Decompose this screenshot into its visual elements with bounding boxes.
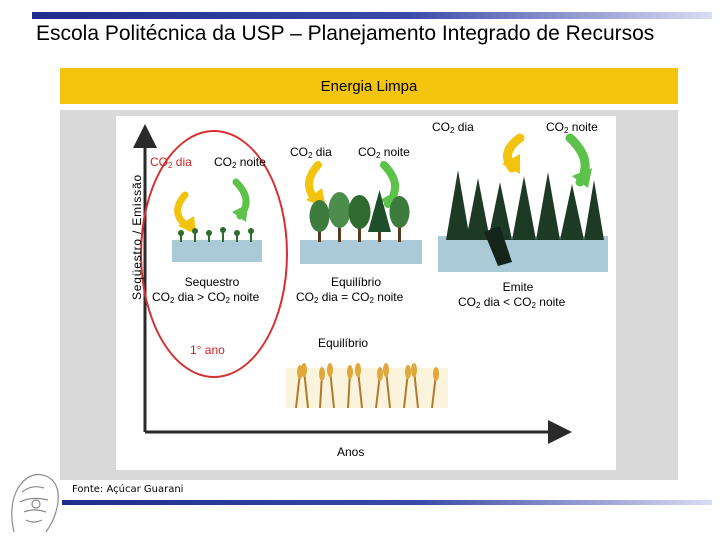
bottom-rule (62, 500, 712, 505)
grain-field-graphic (286, 363, 448, 408)
school-emblem-icon (2, 462, 64, 536)
stage2-co2-day-label: CO2 dia (290, 146, 332, 162)
stage2-co2-night-label: CO2 noite (358, 146, 410, 162)
stage3-caption-title: Emite (456, 281, 580, 294)
stage3-co2-day-label: CO2 dia (432, 121, 474, 137)
stage3-ground (438, 236, 608, 272)
stage1-co2-day-label: CO2 dia (150, 156, 192, 172)
stage2-caption-relation: CO2 dia = CO2 noite (296, 291, 403, 307)
y-axis-label: Seqüestro / Emissão (130, 174, 144, 300)
stage2-graphic (300, 165, 422, 264)
stage2-sub-label: Equilíbrio (318, 337, 368, 350)
stage1-period-label: 1° ano (190, 344, 225, 357)
stage1-caption-relation: CO2 dia > CO2 noite (152, 291, 259, 307)
stage2-caption-title: Equilíbrio (294, 276, 418, 289)
stage2-ground (300, 240, 422, 264)
source-credit: Fonte: Açúcar Guarani (72, 484, 183, 495)
stage1-caption-title: Sequestro (150, 276, 274, 289)
stage3-caption-relation: CO2 dia < CO2 noite (458, 296, 565, 312)
stage3-co2-night-label: CO2 noite (546, 121, 598, 137)
stage1-co2-night-label: CO2 noite (214, 156, 266, 172)
x-axis-label: Anos (337, 446, 364, 459)
stage3-graphic (438, 138, 608, 272)
